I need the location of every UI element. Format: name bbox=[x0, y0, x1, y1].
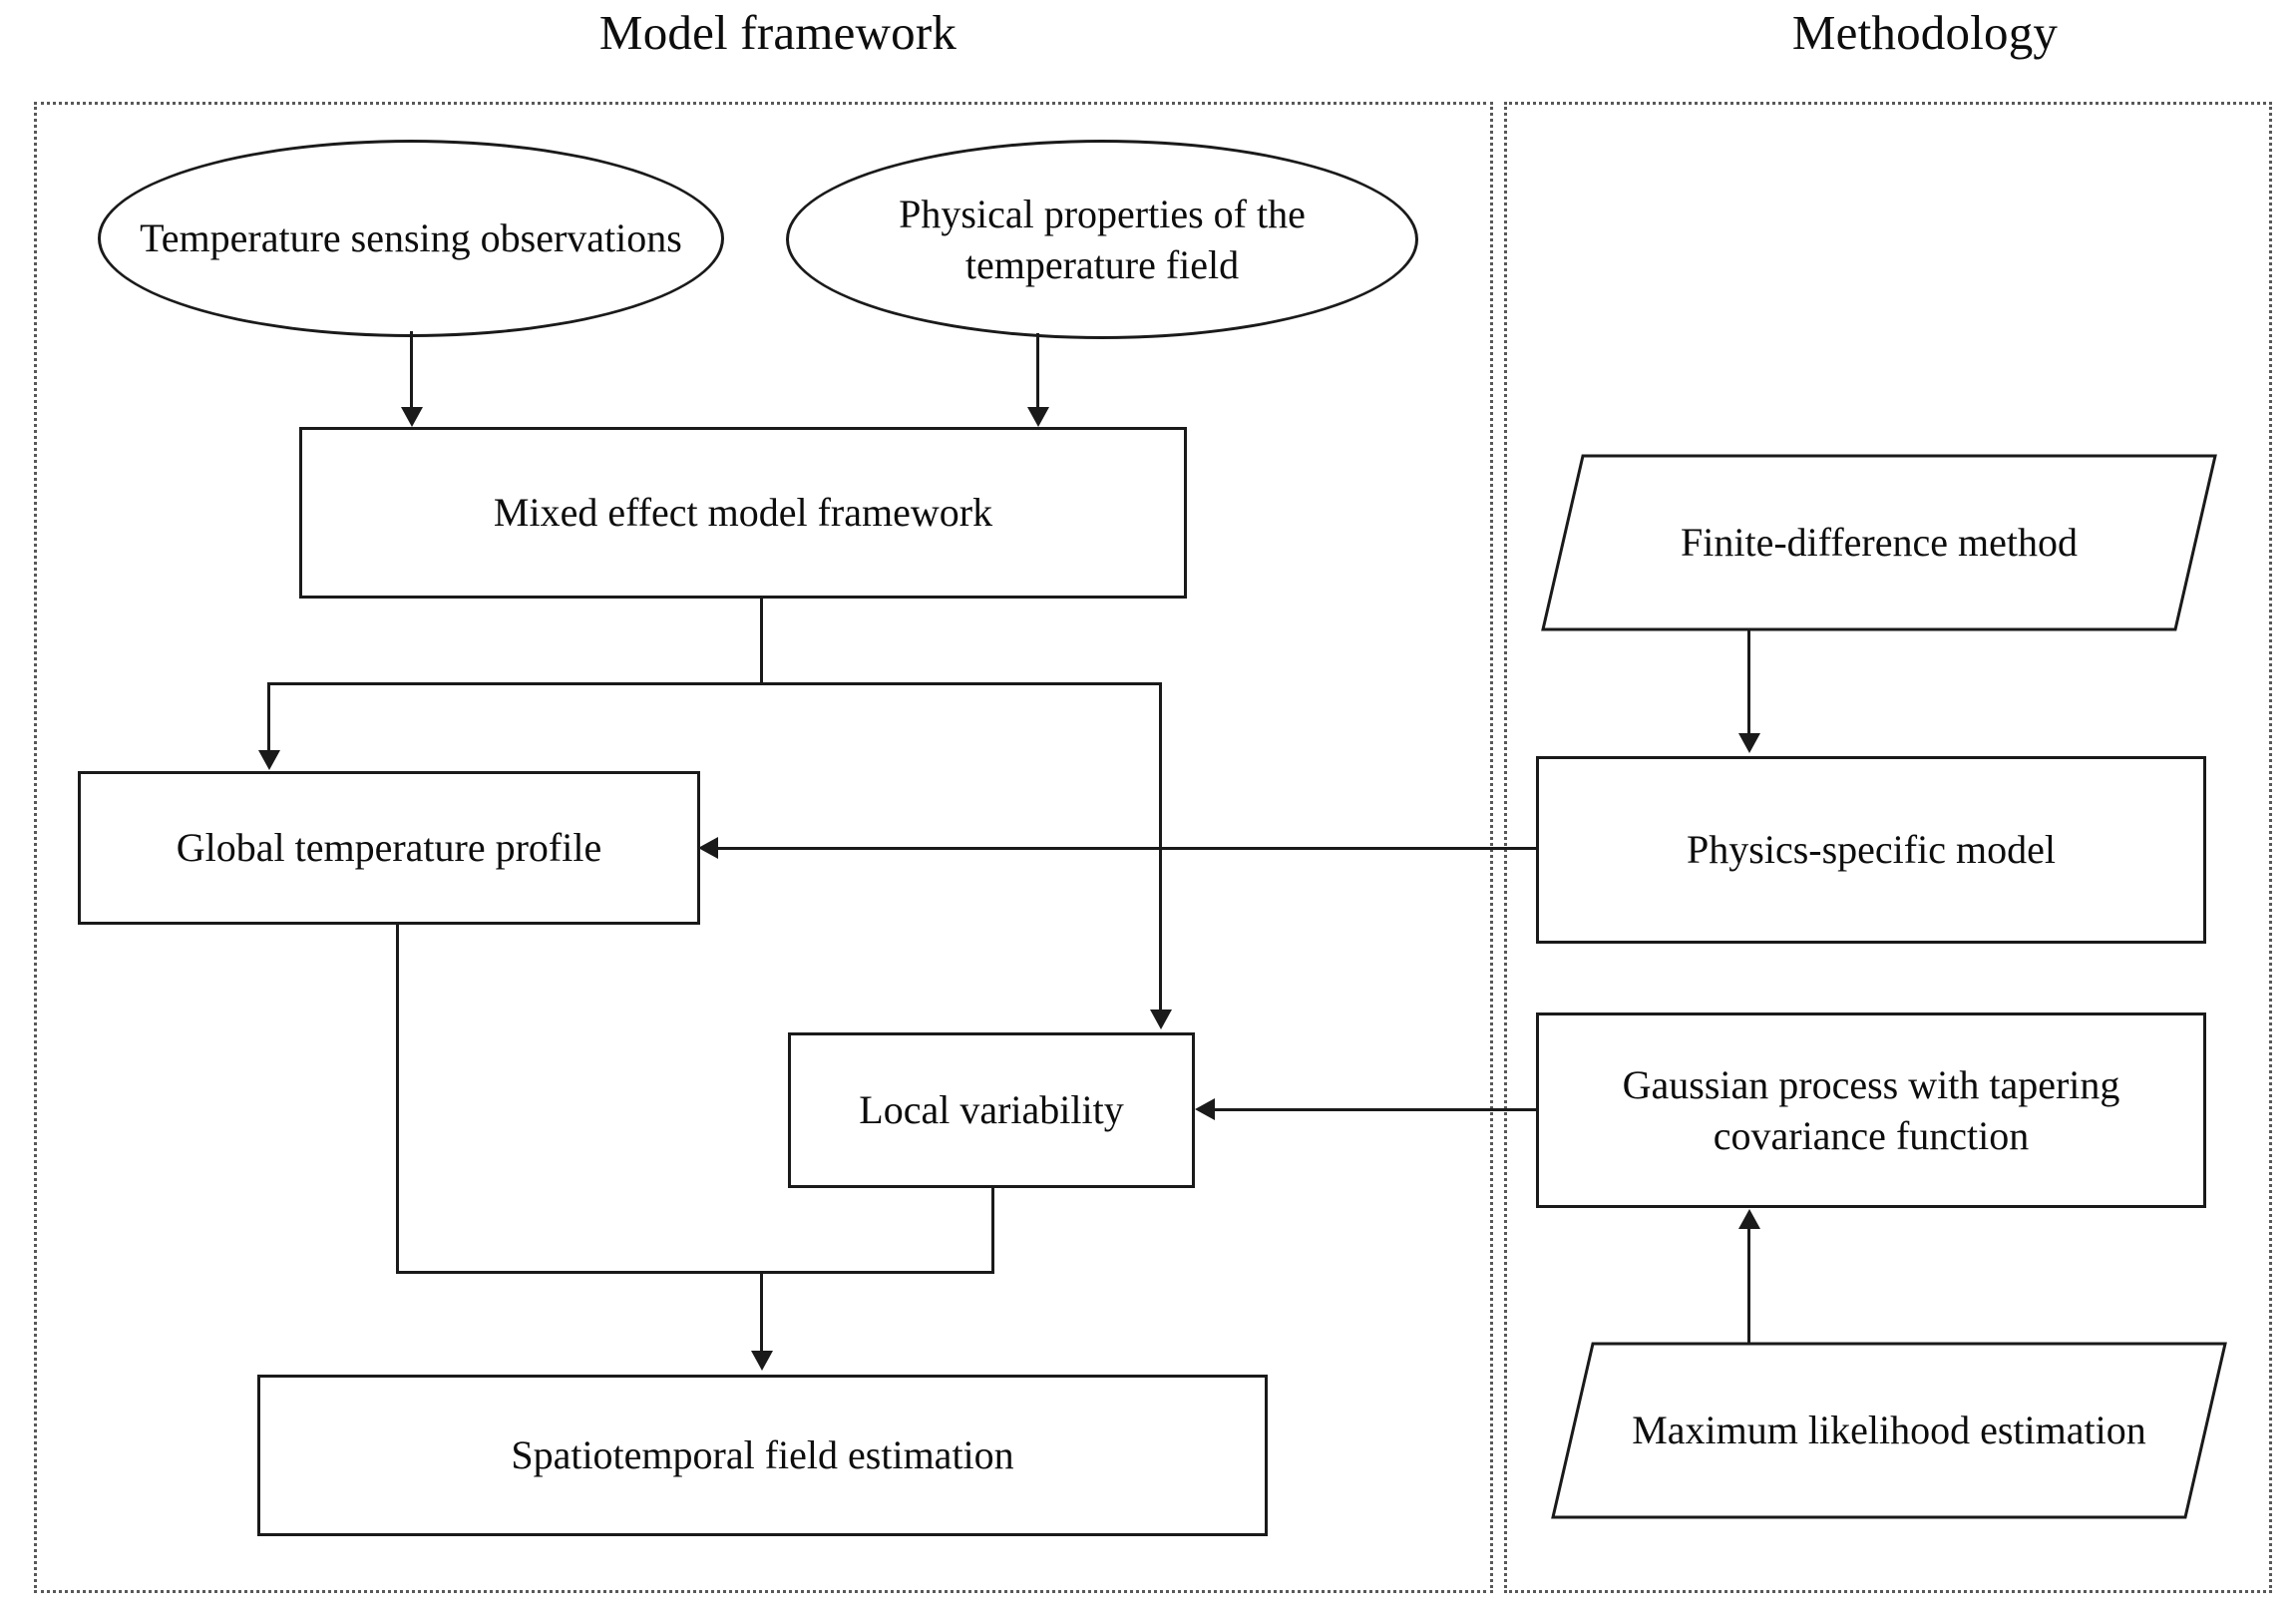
arrowhead-into-global-temp-right bbox=[698, 837, 718, 859]
node-physical-properties-temperature-field[interactable]: Physical properties of the temperature f… bbox=[786, 140, 1418, 339]
node-label: Physics-specific model bbox=[1687, 827, 2056, 873]
edge-global-temp-stem bbox=[396, 925, 399, 1274]
node-finite-difference-method[interactable]: Finite-difference method bbox=[1541, 454, 2217, 631]
arrowhead-into-mixed-effect-left bbox=[401, 407, 423, 427]
arrowhead-into-local-var-right bbox=[1195, 1098, 1215, 1120]
node-label: Physical properties of the temperature f… bbox=[899, 191, 1306, 287]
node-local-variability[interactable]: Local variability bbox=[788, 1032, 1195, 1188]
panel-title-methodology: Methodology bbox=[1791, 5, 2059, 60]
node-maximum-likelihood-estimation[interactable]: Maximum likelihood estimation bbox=[1551, 1342, 2227, 1519]
panel-title-model-framework: Model framework bbox=[598, 5, 957, 60]
edge-physics-model-to-global-temp bbox=[710, 847, 1538, 850]
node-temperature-sensing-observations[interactable]: Temperature sensing observations bbox=[98, 140, 724, 337]
arrowhead-into-spatiotemporal bbox=[751, 1351, 773, 1371]
arrowhead-into-physics-model bbox=[1738, 733, 1760, 753]
node-label: Gaussian process with tapering covarianc… bbox=[1622, 1061, 2120, 1158]
node-label: Finite-difference method bbox=[1680, 520, 2078, 566]
edge-mle-to-gaussian bbox=[1747, 1229, 1750, 1344]
node-mixed-effect-model-framework[interactable]: Mixed effect model framework bbox=[299, 427, 1187, 599]
edge-local-var-stem bbox=[991, 1188, 994, 1274]
node-global-temperature-profile[interactable]: Global temperature profile bbox=[78, 771, 700, 925]
node-label: Spatiotemporal field estimation bbox=[511, 1432, 1014, 1478]
node-physics-specific-model[interactable]: Physics-specific model bbox=[1536, 756, 2206, 944]
edge-phys-props-to-mixed-effect bbox=[1036, 333, 1039, 409]
node-gaussian-process-tapering-covariance[interactable]: Gaussian process with tapering covarianc… bbox=[1536, 1012, 2206, 1208]
arrowhead-into-global-temp-top bbox=[258, 750, 280, 770]
arrowhead-into-mixed-effect-right bbox=[1027, 407, 1049, 427]
node-label: Local variability bbox=[859, 1087, 1124, 1133]
node-spatiotemporal-field-estimation[interactable]: Spatiotemporal field estimation bbox=[257, 1375, 1268, 1536]
edge-split-bus-mixed-effect bbox=[267, 682, 1162, 685]
node-label: Mixed effect model framework bbox=[493, 490, 993, 536]
edge-bus-to-spatiotemporal bbox=[760, 1271, 763, 1353]
arrowhead-into-gaussian bbox=[1738, 1209, 1760, 1229]
edge-gaussian-to-local-var bbox=[1207, 1108, 1538, 1111]
node-label: Global temperature profile bbox=[176, 825, 602, 871]
edge-finite-diff-to-physics-model bbox=[1747, 629, 1750, 735]
edge-temp-sensing-to-mixed-effect bbox=[410, 331, 413, 409]
arrowhead-into-local-var-top bbox=[1150, 1010, 1172, 1029]
node-label: Maximum likelihood estimation bbox=[1632, 1408, 2146, 1453]
edge-merge-bus-to-spatiotemporal bbox=[396, 1271, 994, 1274]
node-label: Temperature sensing observations bbox=[140, 215, 682, 261]
edge-bus-to-global-temp bbox=[267, 682, 270, 752]
edge-mixed-effect-stem bbox=[760, 597, 763, 684]
